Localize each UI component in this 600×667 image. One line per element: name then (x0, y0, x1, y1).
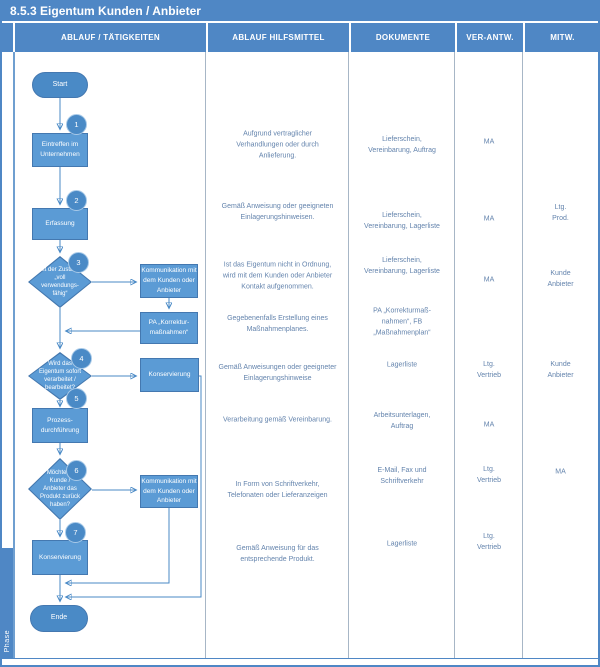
process-prozessdurchfuehrung: Prozess- durchführung (32, 408, 88, 443)
step-badge-5: 5 (66, 388, 87, 409)
header-mitw: MITW. (525, 23, 600, 52)
header-ablauf-taetigkeiten: ABLAUF / TÄTIGKEITEN (15, 23, 206, 52)
process-pa-korrektur: PA „Korrektur- maßnahmen“ (140, 312, 198, 344)
phase-label: Phase (4, 629, 11, 652)
dokumente-row-4: PA „Korrekturmaß- nahmen“, FB „Maßnahmen… (373, 307, 431, 337)
mitw-row-3: Kunde Anbieter (547, 361, 574, 379)
hilfsmittel-row-6: Verarbeitung gemäß Vereinbarung. (223, 416, 332, 424)
phase-label-bar: Phase (2, 548, 13, 658)
hilfsmittel-row-3: Ist das Eigentum nicht in Ordnung, wird … (222, 261, 333, 291)
dokumente-row-1: Lieferschein, Vereinbarung, Auftrag (368, 136, 436, 154)
page-title: 8.5.3 Eigentum Kunden / Anbieter (2, 2, 598, 21)
hilfsmittel-row-2: Gemäß Anweisung oder geeigneten Einlager… (221, 203, 334, 221)
mitw-row-4: MA (555, 468, 566, 476)
divider-col2 (348, 52, 349, 658)
step-badge-6: 6 (66, 460, 87, 481)
header-ablauf-hilfsmittel: ABLAUF HILFSMITTEL (208, 23, 349, 52)
hilfsmittel-row-1: Aufgrund vertraglicher Verhandlungen ode… (236, 130, 319, 160)
hilfsmittel-row-7: In Form von Schriftverkehr, Telefonaten … (227, 481, 328, 499)
end-node: Ende (30, 605, 88, 632)
dokumente-row-2: Lieferschein, Vereinbarung, Lagerliste (364, 212, 440, 230)
process-kommunikation-2: Kommunikation mit dem Kunden oder Anbiet… (140, 475, 198, 508)
verantw-row-2: MA (483, 215, 495, 223)
column-header-row: ABLAUF / TÄTIGKEITEN ABLAUF HILFSMITTEL … (2, 23, 600, 52)
step-badge-2: 2 (66, 190, 87, 211)
divider-phase (13, 52, 15, 658)
dokumente-row-3: Lieferschein, Vereinbarung, Lagerliste (364, 257, 440, 275)
step-badge-1: 1 (66, 114, 87, 135)
hilfsmittel-row-5: Gemäß Anweisungen oder geeigneter Einlag… (218, 364, 337, 382)
process-erfassung: Erfassung (32, 208, 88, 240)
dokumente-row-5: Lagerliste (386, 361, 418, 369)
verantw-row-3: MA (483, 276, 495, 284)
process-kommunikation-1: Kommunikation mit dem Kunden oder Anbiet… (140, 264, 198, 298)
verantw-row-4: Ltg. Vertrieb (476, 361, 502, 379)
header-dokumente: DOKUMENTE (351, 23, 455, 52)
verantw-row-1: MA (483, 138, 495, 146)
process-konservierung-side: Konservierung (140, 358, 199, 392)
hilfsmittel-row-8: Gemäß Anweisung für das entsprechende Pr… (236, 545, 319, 563)
verantw-row-6: Ltg. Vertrieb (476, 466, 502, 484)
header-phase-column (2, 23, 13, 52)
divider-col1 (205, 52, 206, 658)
dokumente-row-8: Lagerliste (386, 540, 418, 548)
dokumente-row-7: E-Mail, Fax und Schriftverkehr (377, 467, 427, 485)
dokumente-row-6: Arbeitsunterlagen, Auftrag (373, 412, 431, 430)
divider-col4 (522, 52, 523, 658)
decision-zustand-label: Ist der Zustand „voll verwendungs- fähig… (39, 266, 81, 298)
verantw-row-5: MA (483, 421, 495, 429)
mitw-row-2: Kunde Anbieter (547, 270, 574, 288)
verantw-row-7: Ltg. Vertrieb (476, 533, 502, 551)
hilfsmittel-row-4: Gegebenenfalls Erstellung eines Maßnahme… (227, 315, 328, 333)
divider-col3 (454, 52, 455, 658)
step-badge-4: 4 (71, 348, 92, 369)
header-ver-antw: VER-ANTW. (457, 23, 523, 52)
start-node: Start (32, 72, 88, 98)
step-badge-7: 7 (65, 522, 86, 543)
process-konservierung-main: Konservierung (32, 540, 88, 575)
table-bottom-border (2, 658, 598, 659)
mitw-row-1: Ltg. Prod. (552, 204, 569, 222)
step-badge-3: 3 (68, 252, 89, 273)
process-eintreffen: Eintreffen im Unternehmen (32, 133, 88, 167)
